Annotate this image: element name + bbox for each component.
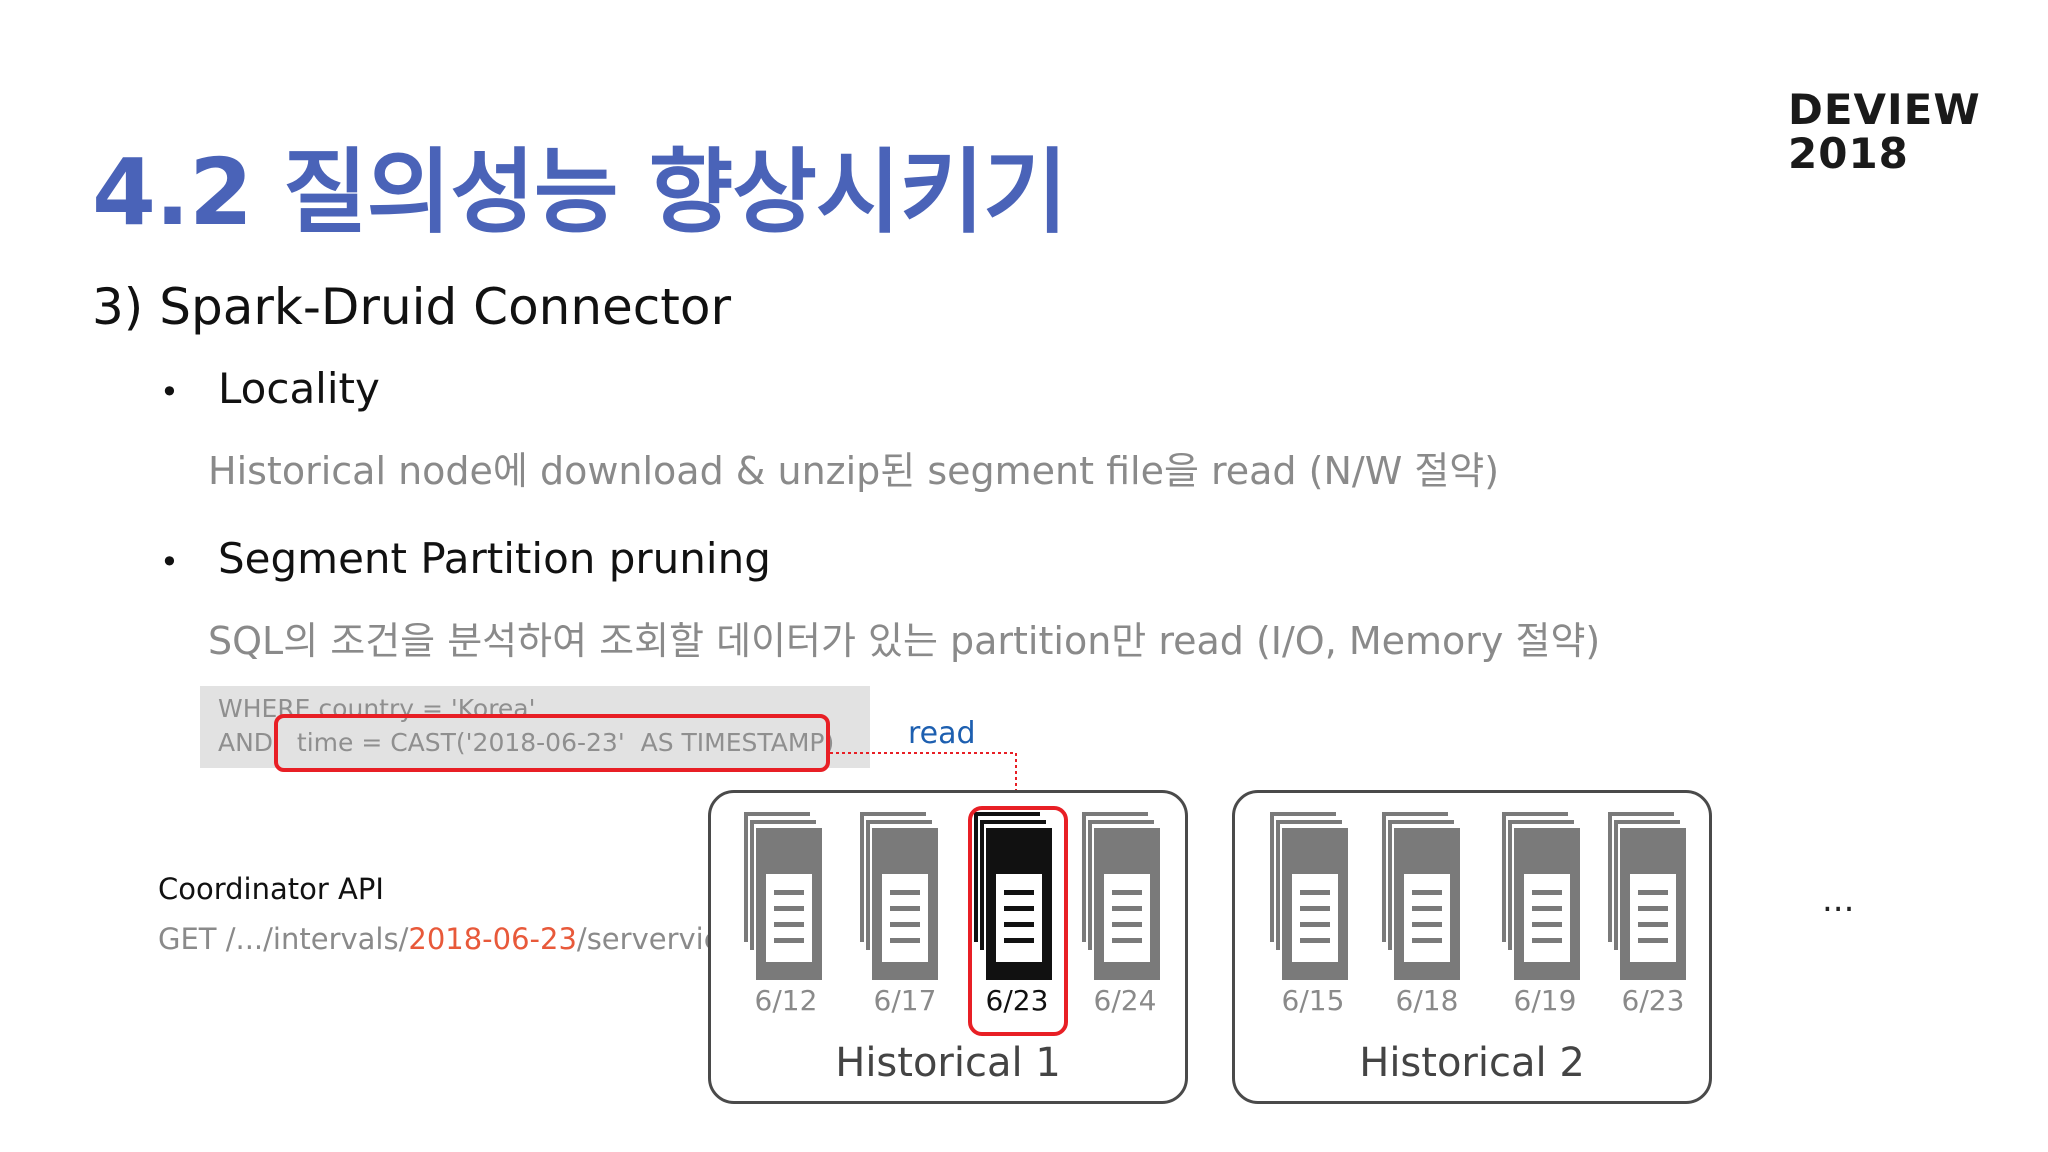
segment-date-label-active: 6/23 [985,984,1049,1017]
segment-date-label: 6/23 [1621,984,1685,1017]
coordinator-api-url: GET /.../intervals/2018-06-23/serverview [158,922,745,956]
segment-date-label: 6/24 [1093,984,1157,1017]
segment-file-icon [1382,812,1460,980]
coordinator-api-title: Coordinator API [158,872,384,906]
segment-file-icon [1502,812,1580,980]
segment-file-icon [744,812,822,980]
segment-file-icon-active [974,812,1052,980]
segment-file-icon [1608,812,1686,980]
sql-line-and: AND time = CAST('2018-06-23' AS TIMESTAM… [218,728,835,757]
url-date: 2018-06-23 [408,922,577,956]
bullet-description: SQL의 조건을 분석하여 조회할 데이터가 있는 partition만 rea… [208,619,1601,663]
bullet-locality: • Locality [160,364,380,413]
segment-file-icon [1270,812,1348,980]
bullet-heading: Locality [218,364,380,413]
active-segment-highlight [968,806,1068,1036]
sql-snippet-box [200,686,870,768]
more-nodes-ellipsis: ... [1822,880,1855,920]
segment-date-label: 6/17 [873,984,937,1017]
bullet-heading: Segment Partition pruning [218,534,771,583]
segment-date-label: 6/18 [1395,984,1459,1017]
logo-line-2: 2018 [1788,129,1909,178]
bullet-dot: • [160,372,179,411]
slide-title: 4.2 질의성능 향상시키기 [92,139,1068,246]
segment-date-label: 6/15 [1281,984,1345,1017]
segment-file-icon [1082,812,1160,980]
segment-date-label: 6/12 [754,984,818,1017]
sql-time-highlight [274,714,830,772]
section-subtitle: 3) Spark-Druid Connector [92,278,732,336]
segment-file-icon [860,812,938,980]
node-label: Historical 2 [1359,1040,1585,1086]
deview-logo: DEVIEW 2018 [1788,88,1981,176]
url-prefix: GET /.../intervals/ [158,922,409,956]
logo-line-1: DEVIEW [1788,85,1981,134]
bullet-segment-pruning: • Segment Partition pruning [160,534,771,583]
bullet-dot: • [160,542,179,581]
node-label: Historical 1 [835,1040,1061,1086]
bullet-description: Historical node에 download & unzip된 segme… [208,449,1500,493]
read-label: read [908,716,976,751]
sql-line-where: WHERE country = 'Korea' [218,694,536,723]
segment-date-label: 6/19 [1513,984,1577,1017]
